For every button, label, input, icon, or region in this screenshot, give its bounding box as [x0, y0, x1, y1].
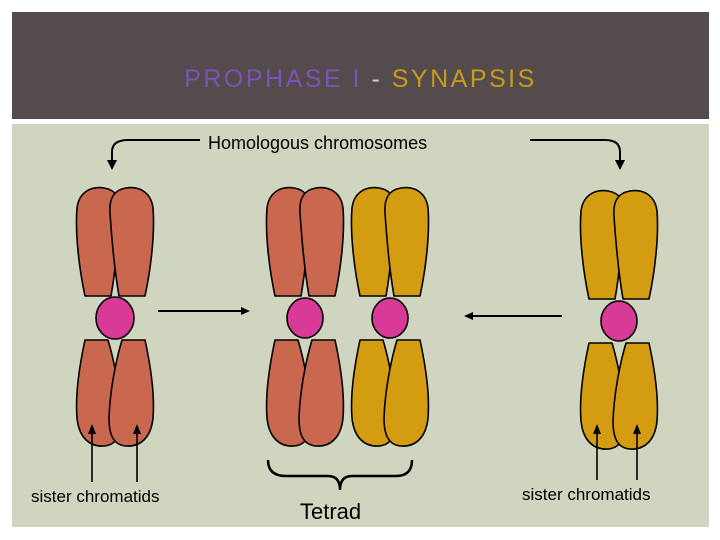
- centromere-tetrad-paternal: [371, 297, 409, 339]
- slide-title: PROPHASE I - SYNAPSIS: [12, 64, 709, 94]
- centromere-left: [95, 296, 135, 340]
- arrowhead-right-to-tetrad: [464, 312, 473, 320]
- sister-chromatids-right-label: sister chromatids: [522, 485, 651, 504]
- title-bar: PROPHASE I - SYNAPSIS: [12, 12, 709, 119]
- arrowhead-left-to-tetrad: [241, 307, 250, 315]
- tetrad-label: Tetrad: [300, 499, 362, 524]
- title-prophase: PROPHASE I: [184, 65, 363, 93]
- bracket-arrowhead-left: [107, 160, 117, 170]
- right-chromosome: [579, 189, 659, 450]
- homologous-bracket: [111, 139, 621, 162]
- sister-chromatids-left-label: sister chromatids: [31, 487, 160, 506]
- left-chromosome: [75, 186, 155, 447]
- homologous-chromosomes-label: Homologous chromosomes: [204, 133, 432, 154]
- centromere-tetrad-maternal: [286, 297, 324, 339]
- tetrad-maternal-chromosome: [265, 186, 345, 447]
- tetrad-brace: [266, 459, 414, 491]
- title-separator: -: [362, 65, 392, 93]
- tetrad-paternal-chromosome: [350, 186, 430, 447]
- title-synapsis: SYNAPSIS: [391, 65, 537, 93]
- bracket-arrowhead-right: [615, 160, 625, 170]
- centromere-right: [600, 300, 638, 342]
